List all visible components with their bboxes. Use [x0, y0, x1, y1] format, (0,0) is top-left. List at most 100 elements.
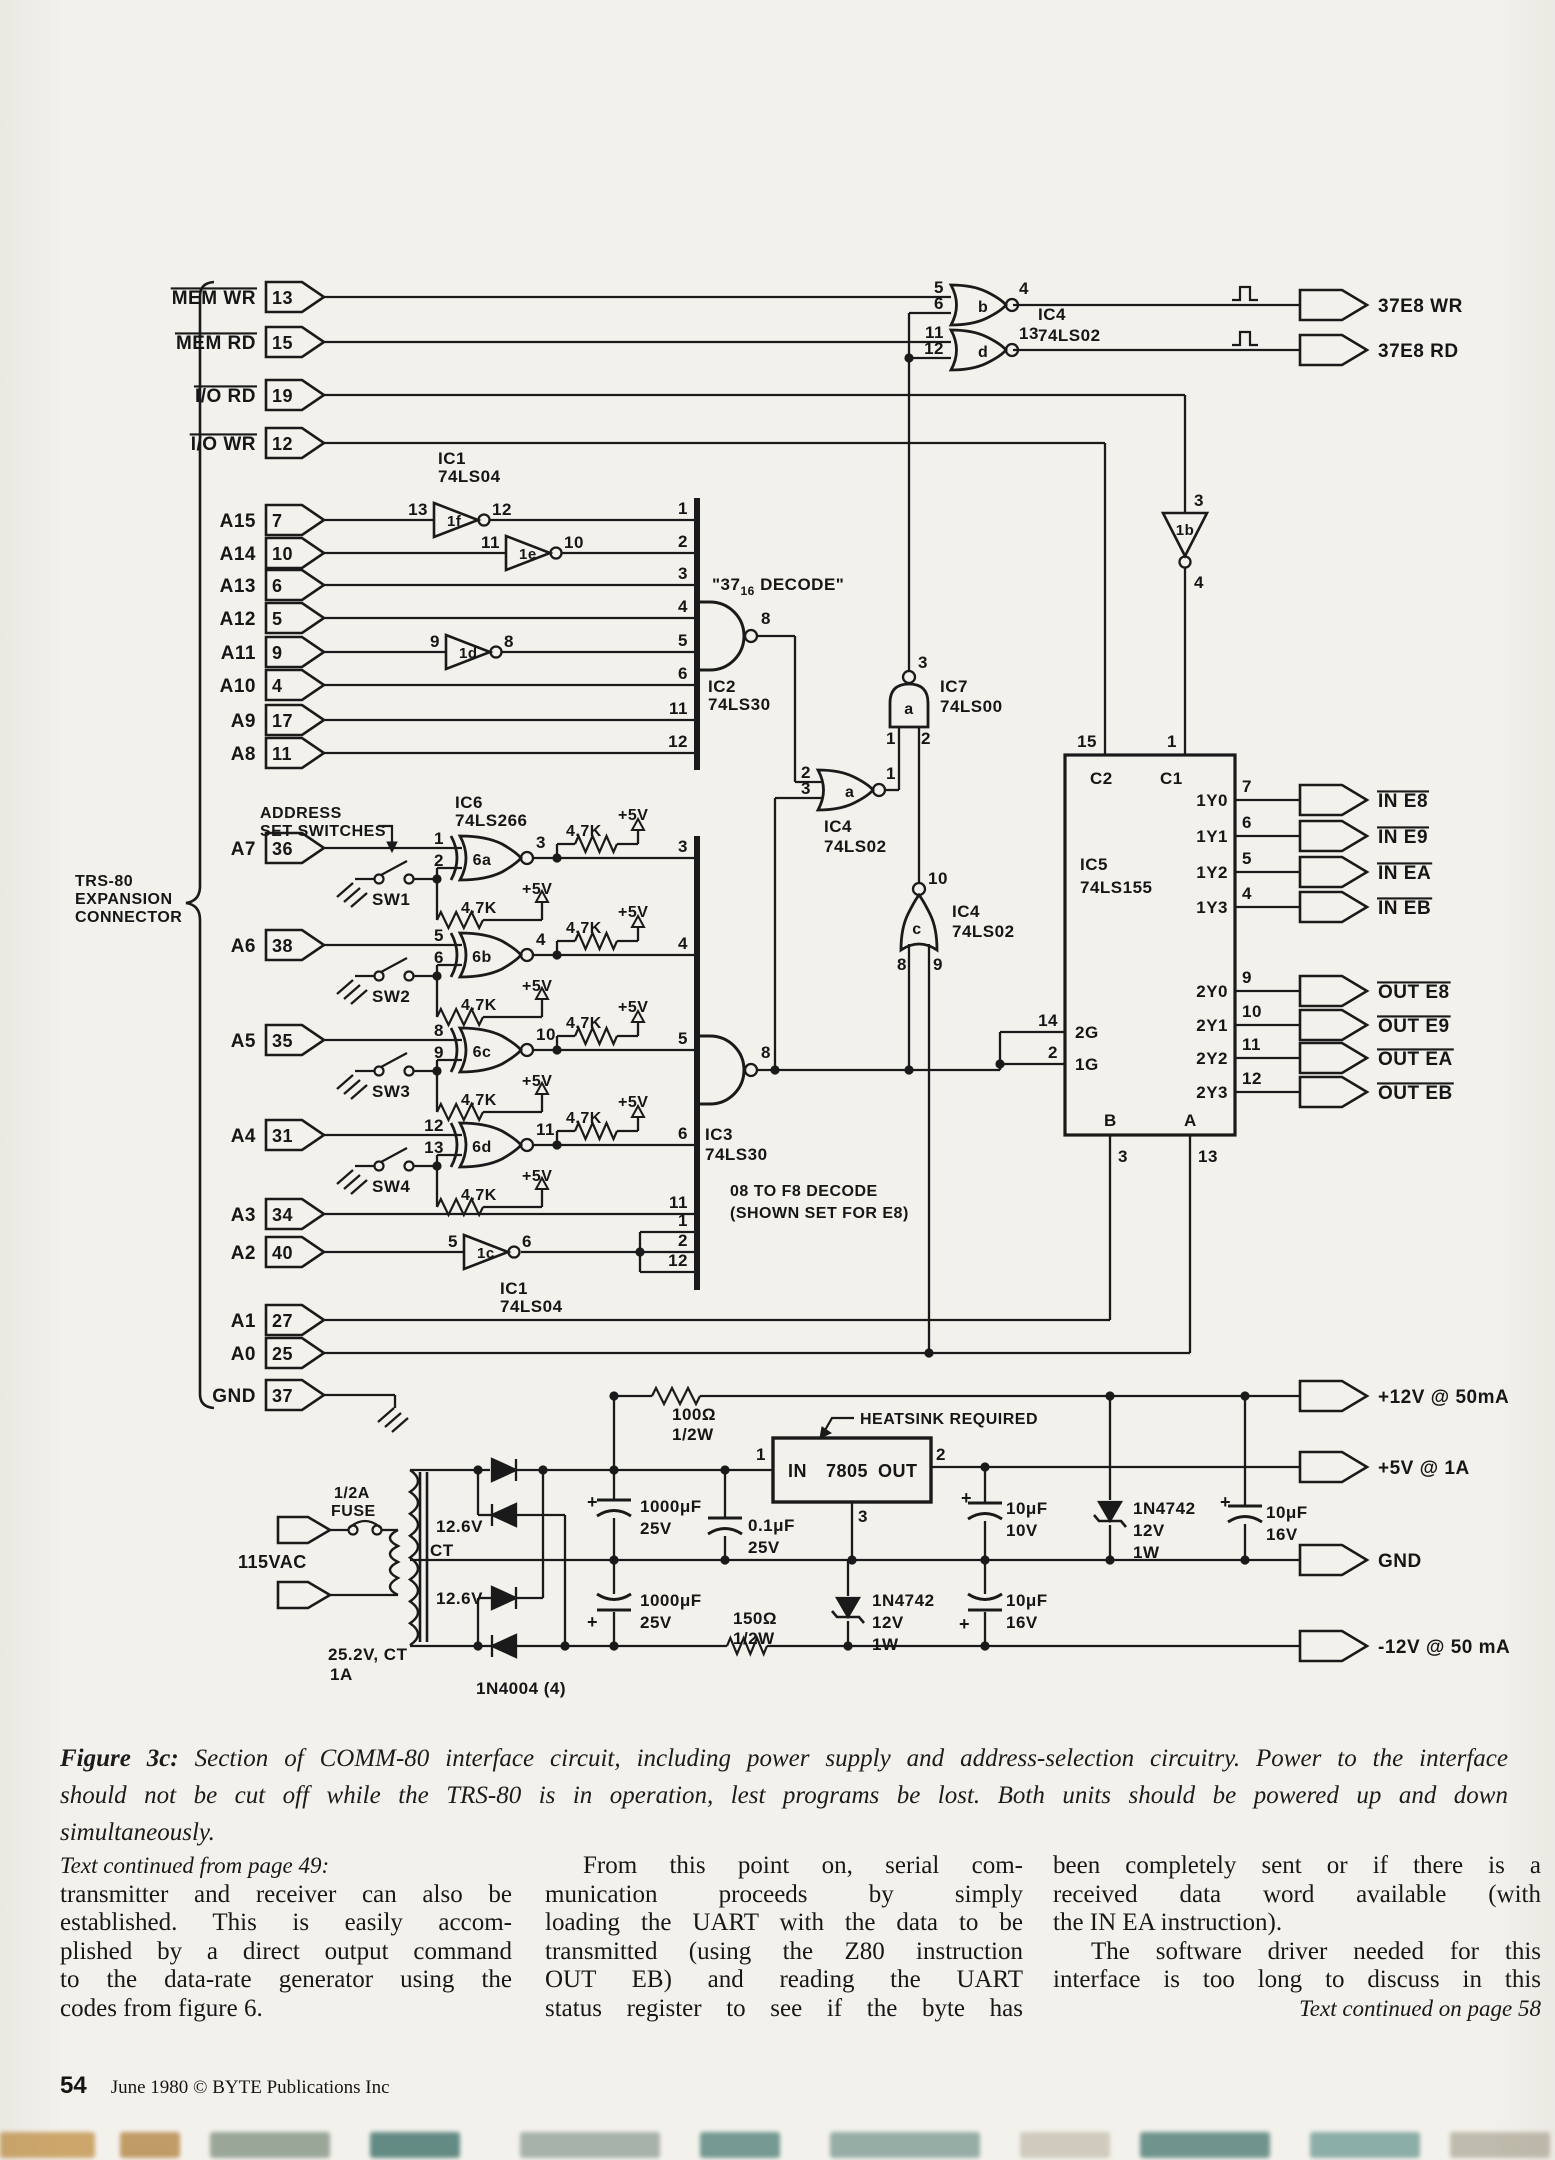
connector-flag	[264, 378, 327, 412]
decode-note: 08 TO F8 DECODE	[730, 1183, 878, 1200]
switch-contact[interactable]	[403, 1160, 415, 1172]
body-line: status register to see if the byte has	[545, 1994, 1023, 2022]
switch-contact[interactable]	[403, 970, 415, 982]
connector-label: A9	[231, 711, 256, 732]
zener-label: 1N4742	[1133, 1499, 1196, 1518]
pin-number: 1	[678, 499, 688, 518]
body-line: interface is too long to discuss in this	[1053, 1966, 1541, 1993]
resistor	[573, 930, 619, 952]
polarity-plus: +	[961, 1488, 972, 1508]
regulator-pin-label: OUT	[878, 1461, 918, 1481]
pin-number: 1	[886, 729, 896, 748]
pin-number: 4	[1194, 573, 1204, 592]
pin-number: 3	[1194, 491, 1204, 510]
connector-label: A7	[231, 839, 256, 860]
scan-artifact-blob	[1020, 2132, 1110, 2158]
capacitor	[596, 1592, 632, 1601]
pin-number: 8	[504, 632, 514, 651]
pin-number: 8	[761, 1043, 771, 1062]
switch-contact[interactable]	[373, 1065, 385, 1077]
vcc-label: +5V	[618, 904, 648, 921]
capacitor-label: 25V	[640, 1613, 672, 1632]
vcc-label: +5V	[522, 978, 552, 995]
output-label: OUT E8	[1378, 982, 1450, 1003]
diode-label: 1N4004 (4)	[476, 1679, 566, 1698]
connector-flag	[264, 536, 327, 570]
input-connector-iord: 19I/O RD	[195, 378, 327, 412]
pin-number: 3	[858, 1507, 868, 1526]
output-connector	[1298, 1543, 1370, 1577]
connector-pin: 31	[272, 1126, 293, 1146]
junction-dot	[1240, 1391, 1250, 1401]
connector-pin: 36	[272, 839, 293, 859]
ic-part: 74LS30	[705, 1145, 768, 1164]
wire	[380, 859, 408, 877]
ic-name: IC6	[455, 793, 483, 812]
resistor-label: 1/2W	[733, 1629, 775, 1648]
output-label: +12V @ 50mA	[1378, 1387, 1509, 1408]
ic-name: IC1	[500, 1279, 528, 1298]
switch-contact[interactable]	[373, 1160, 385, 1172]
inverter	[432, 501, 482, 539]
pin-number: 1	[1167, 732, 1177, 751]
connector-label: A13	[220, 576, 256, 597]
switch-contact[interactable]	[373, 970, 385, 982]
junction-dot	[980, 1555, 990, 1565]
connector-bracket-label: EXPANSION	[75, 891, 173, 908]
vcc-label: +5V	[618, 1094, 648, 1111]
switch-contact[interactable]	[373, 873, 385, 885]
pin-number: 9	[1242, 968, 1252, 987]
wire	[384, 1412, 402, 1428]
connector-pin: 10	[272, 544, 293, 564]
switch-contact[interactable]	[403, 873, 415, 885]
wire	[350, 989, 368, 1005]
wire	[380, 1051, 408, 1069]
pin-number: 6	[434, 948, 444, 967]
output-connector	[1298, 783, 1370, 817]
invert-bubble	[911, 881, 927, 897]
pin-number: 6	[1242, 813, 1252, 832]
address-switches-label: ADDRESS	[260, 805, 342, 822]
pin-number: 15	[1077, 732, 1097, 751]
pin-number: 2	[434, 851, 444, 870]
ic5-body	[1063, 753, 1237, 1137]
vcc-arrow	[630, 1008, 646, 1023]
ic-part: 74LS02	[952, 922, 1015, 941]
connector-pin: 9	[272, 643, 283, 663]
xnor-input-arc	[449, 1122, 459, 1168]
output-connector	[1298, 1075, 1370, 1109]
pointer-line	[823, 1416, 854, 1433]
ic-part: 74LS04	[438, 467, 501, 486]
vcc-arrow	[630, 913, 646, 928]
nand-gate	[697, 1034, 746, 1106]
pin-number: 10	[928, 869, 948, 888]
wire	[343, 887, 361, 903]
output-connector	[1298, 890, 1370, 924]
body-line: transmitter and receiver can also be	[60, 1880, 512, 1908]
pin-number: 1	[434, 829, 444, 848]
ic-part: 74LS04	[500, 1297, 563, 1316]
output-connector	[1298, 1450, 1370, 1484]
resistor	[651, 1385, 701, 1407]
switch-label: SW4	[372, 1177, 410, 1196]
connector-label: A10	[220, 676, 256, 697]
capacitor	[967, 1592, 1003, 1601]
gate-id: d	[978, 344, 988, 361]
resistor	[573, 833, 619, 855]
body-line: the IN EA instruction).	[1053, 1909, 1283, 1936]
output-label: IN EA	[1378, 863, 1431, 884]
connector-flag	[264, 831, 327, 865]
switch-contact[interactable]	[403, 1065, 415, 1077]
diode	[490, 1457, 519, 1483]
wire	[350, 892, 368, 908]
capacitor-label: 16V	[1266, 1525, 1298, 1544]
transformer-primary	[388, 1528, 401, 1597]
pin-number: 2	[678, 532, 688, 551]
gate-id: 1c	[477, 1245, 495, 1262]
